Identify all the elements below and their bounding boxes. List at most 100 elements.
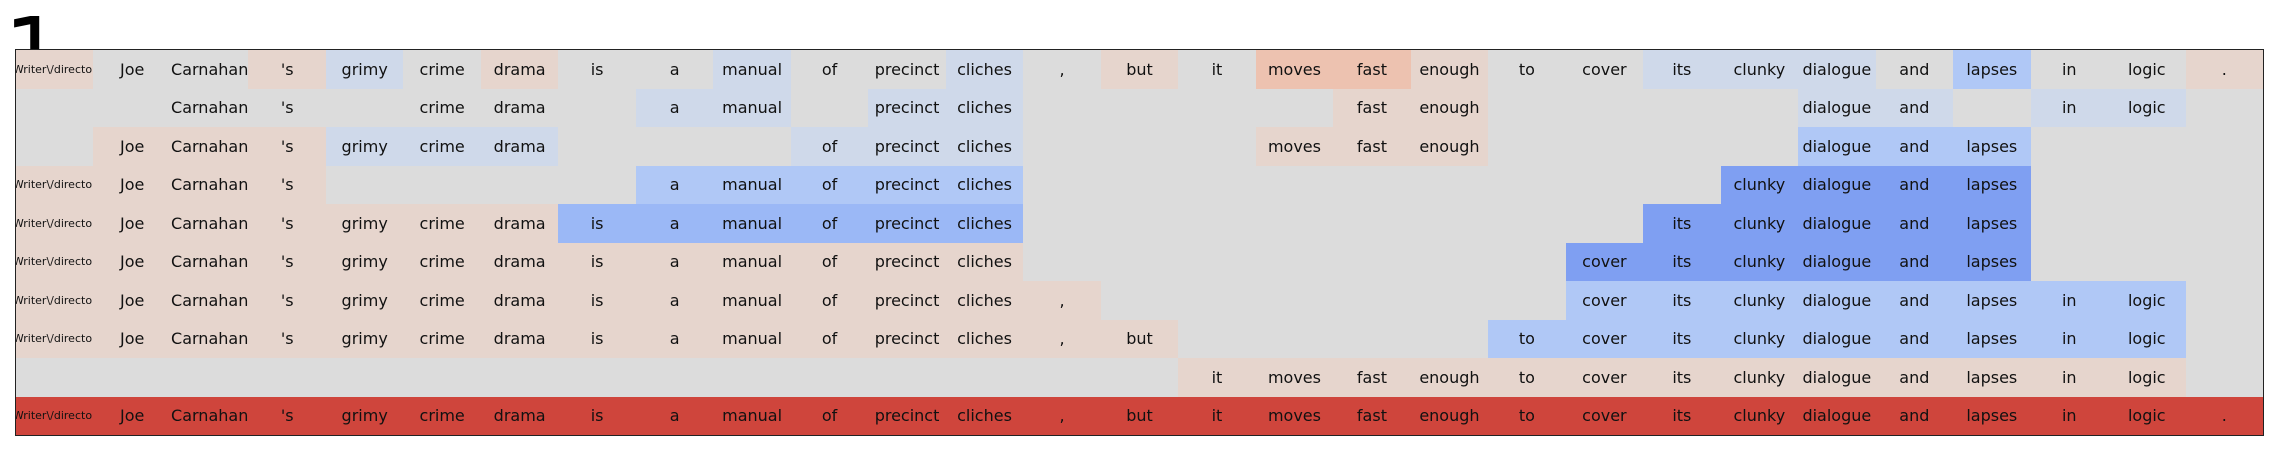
token-cell: 's	[248, 88, 326, 127]
token-cell: crime	[403, 50, 481, 89]
token-cell: crime	[403, 88, 481, 127]
token-cell: and	[1875, 50, 1954, 89]
token-cell: clunky	[1720, 165, 1799, 204]
token-cell: lapses	[1953, 165, 2031, 204]
token-cell: Joe	[93, 127, 171, 166]
token-cell: ,	[1023, 319, 1101, 358]
token-cell: fast	[1333, 88, 1411, 127]
token-cell: 's	[248, 204, 326, 243]
token-cell: and	[1875, 358, 1954, 397]
token-cell: moves	[1255, 358, 1334, 397]
token-cell: .	[2185, 396, 2263, 435]
token-cell: grimy	[325, 127, 404, 166]
token-cell: Joe	[93, 204, 171, 243]
token-cell: dialogue	[1798, 242, 1876, 281]
token-cell: Carnahan	[170, 396, 249, 435]
token-cell: a	[635, 242, 714, 281]
token-cell: drama	[480, 50, 559, 89]
token-cell: clunky	[1720, 50, 1799, 89]
token-cell: to	[1488, 396, 1566, 435]
token-cell: moves	[1255, 50, 1334, 89]
token-cell: grimy	[325, 281, 404, 320]
token-cell: of	[790, 127, 869, 166]
token-cell: of	[790, 319, 869, 358]
token-cell: of	[790, 242, 869, 281]
token-cell: lapses	[1953, 242, 2031, 281]
token-cell: lapses	[1953, 204, 2031, 243]
token-cell: and	[1875, 204, 1954, 243]
token-cell: grimy	[325, 50, 404, 89]
token-cell: in	[2030, 396, 2109, 435]
token-cell: 's	[248, 319, 326, 358]
token-cell: enough	[1410, 88, 1489, 127]
token-cell: precinct	[868, 281, 946, 320]
token-cell: lapses	[1953, 127, 2031, 166]
token-cell: Writer\/director	[16, 319, 94, 358]
token-cell: Writer\/director	[16, 396, 94, 435]
token-cell: drama	[480, 127, 559, 166]
token-cell: dialogue	[1798, 88, 1876, 127]
token-cell: to	[1488, 358, 1566, 397]
token-cell: manual	[713, 242, 791, 281]
token-cell: is	[558, 281, 636, 320]
token-cell: and	[1875, 165, 1954, 204]
token-cell: Writer\/director	[16, 242, 94, 281]
token-cell: Joe	[93, 50, 171, 89]
token-cell: logic	[2108, 88, 2186, 127]
token-cell: Carnahan	[170, 281, 249, 320]
token-cell: drama	[480, 319, 559, 358]
token-cell: dialogue	[1798, 281, 1876, 320]
token-cell: cliches	[945, 127, 1024, 166]
token-cell: clunky	[1720, 204, 1799, 243]
token-cell: precinct	[868, 242, 946, 281]
token-cell: clunky	[1720, 319, 1799, 358]
token-cell: cliches	[945, 88, 1024, 127]
token-cell: dialogue	[1798, 358, 1876, 397]
token-cell: Joe	[93, 242, 171, 281]
token-cell: dialogue	[1798, 319, 1876, 358]
token-cell: precinct	[868, 204, 946, 243]
token-cell: 's	[248, 127, 326, 166]
token-cell: and	[1875, 127, 1954, 166]
token-cell: manual	[713, 396, 791, 435]
token-cell: dialogue	[1798, 396, 1876, 435]
token-cell: of	[790, 50, 869, 89]
token-cell: cover	[1565, 396, 1644, 435]
token-cell: logic	[2108, 358, 2186, 397]
token-cell: a	[635, 396, 714, 435]
token-cell: cliches	[945, 319, 1024, 358]
token-cell: manual	[713, 281, 791, 320]
token-cell: a	[635, 204, 714, 243]
token-cell: it	[1178, 396, 1256, 435]
token-cell: to	[1488, 50, 1566, 89]
token-cell: fast	[1333, 396, 1411, 435]
token-cell: of	[790, 204, 869, 243]
token-cell: grimy	[325, 242, 404, 281]
token-cell: lapses	[1953, 50, 2031, 89]
token-cell: precinct	[868, 50, 946, 89]
token-cell: is	[558, 242, 636, 281]
token-cell: and	[1875, 281, 1954, 320]
token-cell: precinct	[868, 127, 946, 166]
token-cell: crime	[403, 319, 481, 358]
token-cell: Writer\/director	[16, 50, 94, 89]
token-cell: fast	[1333, 358, 1411, 397]
token-cell: of	[790, 396, 869, 435]
token-cell: fast	[1333, 50, 1411, 89]
token-cell: logic	[2108, 50, 2186, 89]
token-cell: drama	[480, 88, 559, 127]
token-cell: and	[1875, 396, 1954, 435]
token-cell: clunky	[1720, 396, 1799, 435]
token-cell: Carnahan	[170, 88, 249, 127]
token-cell: and	[1875, 319, 1954, 358]
token-cell: Carnahan	[170, 319, 249, 358]
token-cell: clunky	[1720, 242, 1799, 281]
token-cell: but	[1100, 396, 1179, 435]
token-cell: precinct	[868, 165, 946, 204]
token-cell: cliches	[945, 50, 1024, 89]
token-cell: is	[558, 50, 636, 89]
token-cell: and	[1875, 242, 1954, 281]
token-cell: ,	[1023, 396, 1101, 435]
token-cell: it	[1178, 358, 1256, 397]
token-cell: cliches	[945, 281, 1024, 320]
